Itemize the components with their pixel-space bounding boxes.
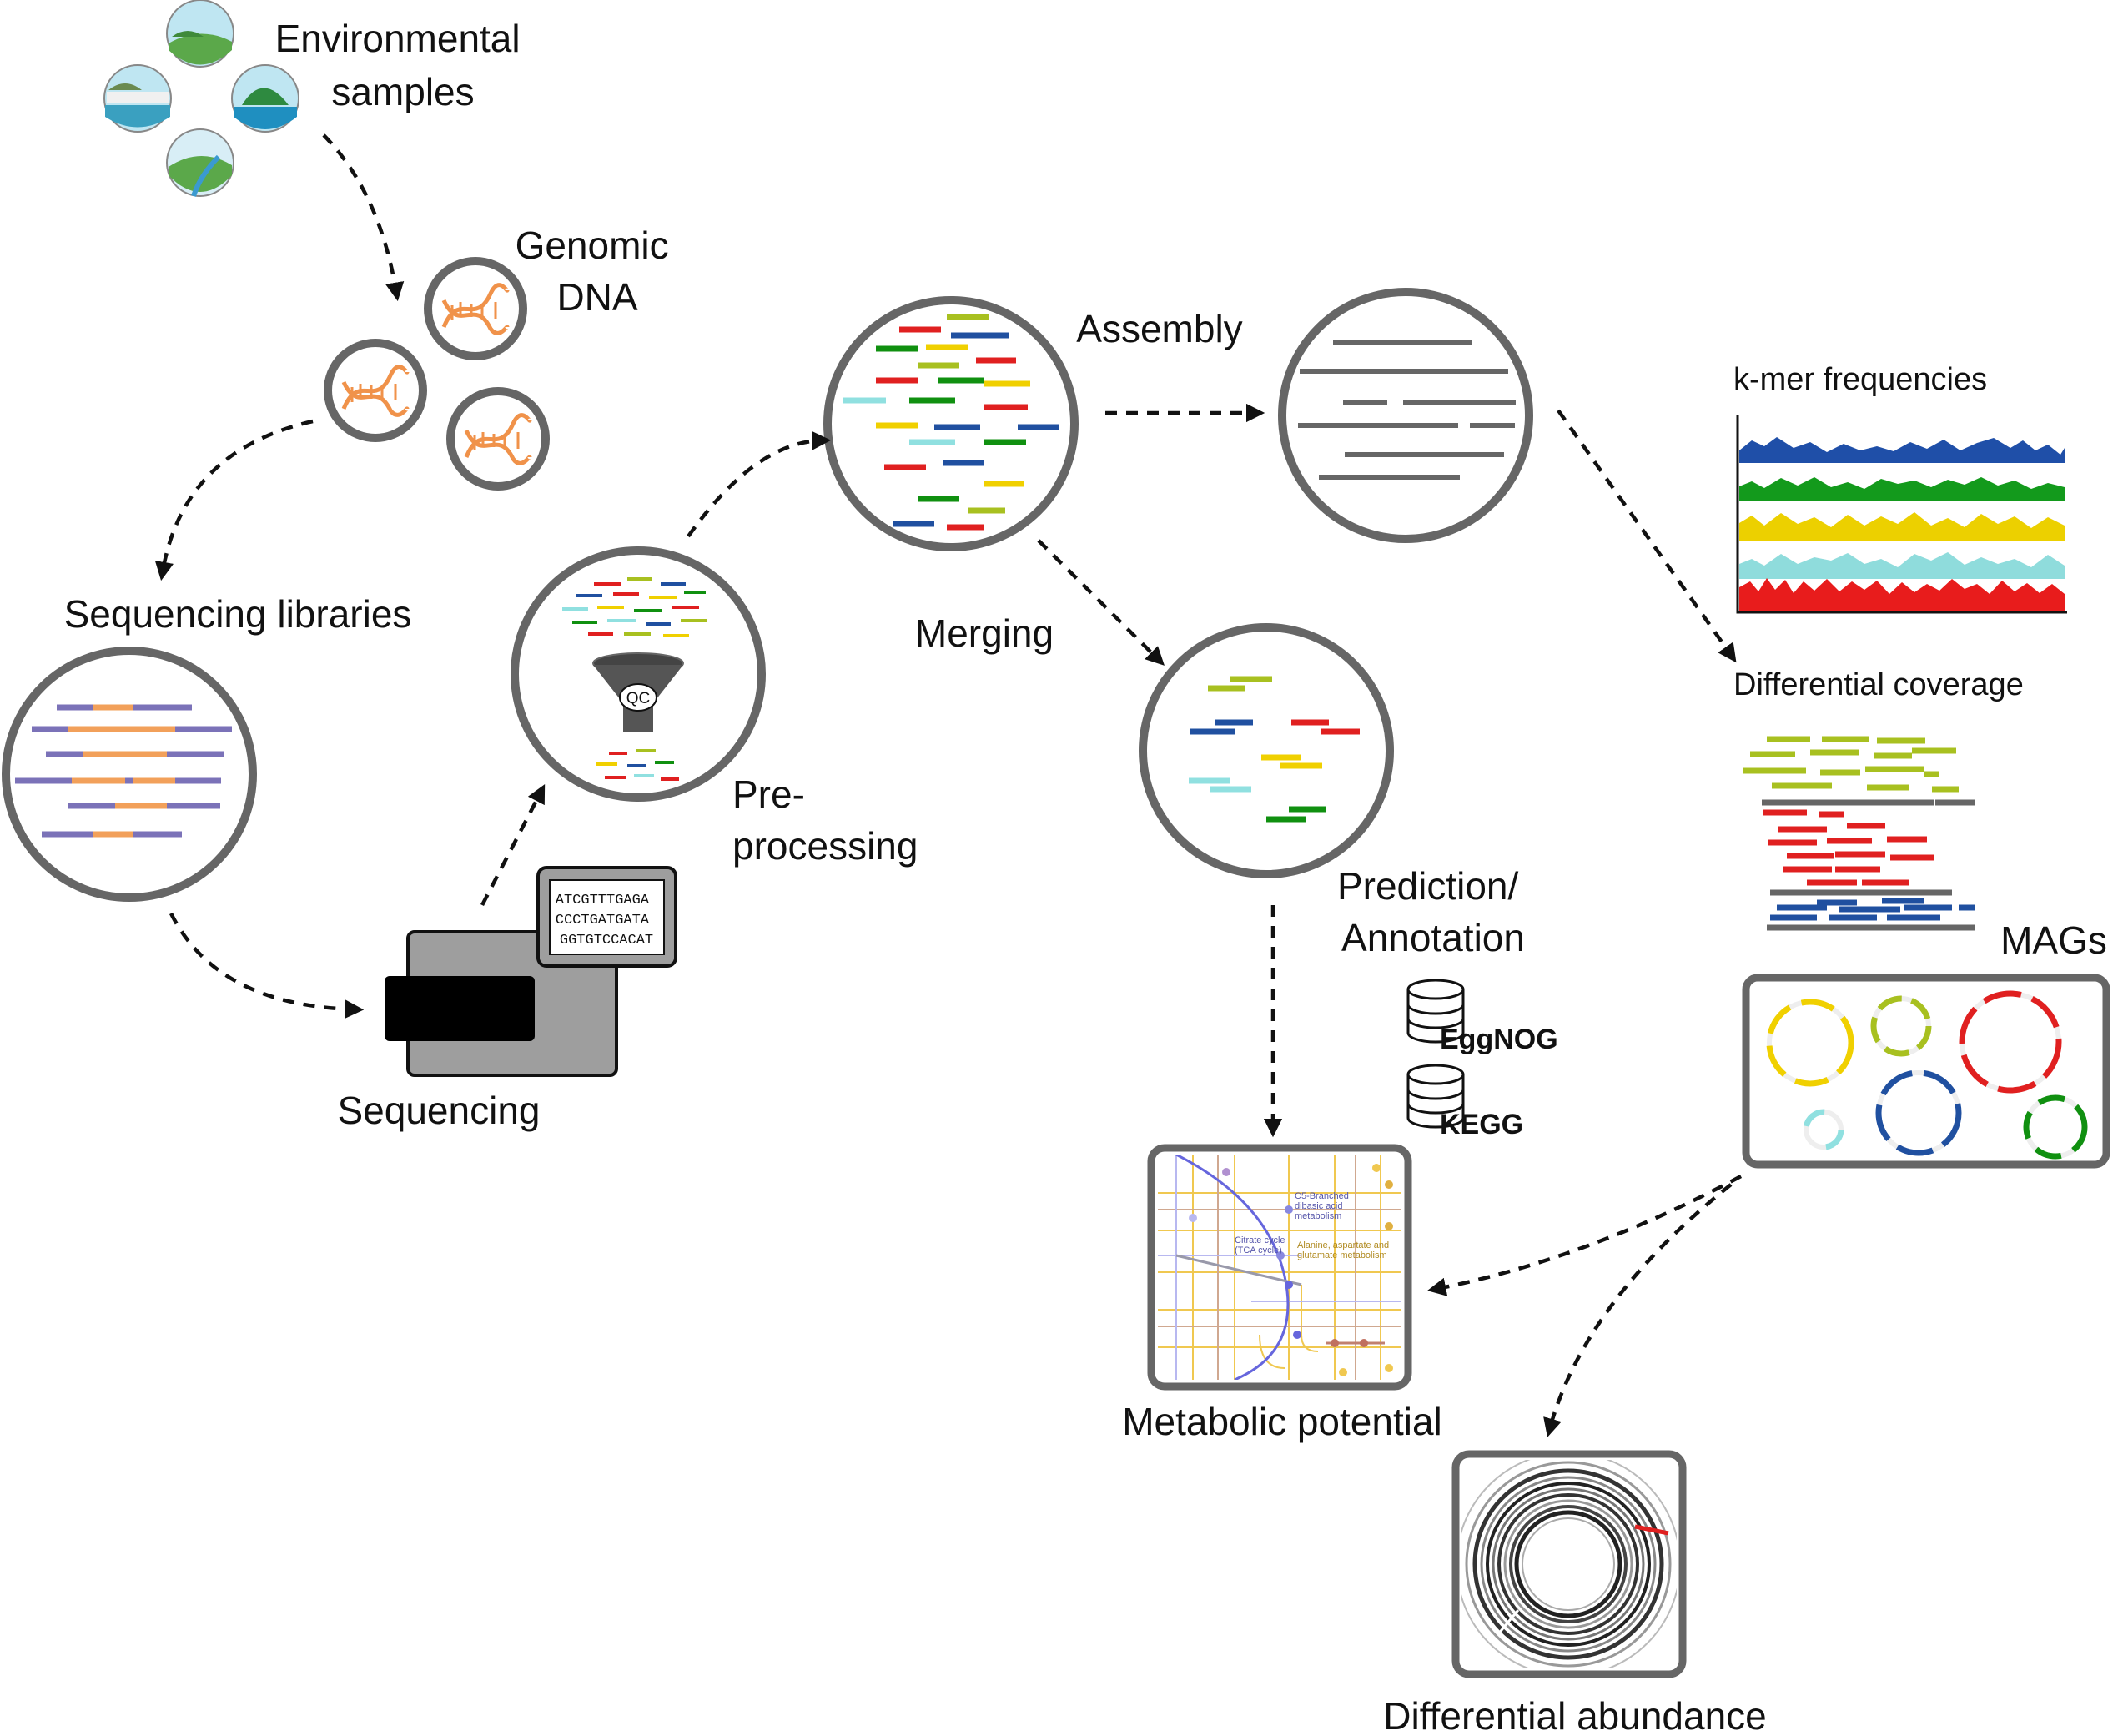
landscape-icon	[166, 128, 234, 197]
prediction-circle	[1139, 623, 1394, 878]
prediction-annotation-label: Prediction/ Annotation	[1337, 864, 1529, 959]
mags-label: MAGs	[2000, 918, 2107, 962]
eggnog-label: EggNOG	[1440, 1024, 1558, 1055]
landscape-icon	[231, 64, 299, 133]
sequencing-libraries-label: Sequencing libraries	[64, 592, 412, 636]
workflow-arrows	[154, 133, 1743, 1437]
kmer-frequency-plot	[1736, 415, 2067, 614]
mags-panel	[1742, 974, 2110, 1169]
genomic-dna-group	[324, 257, 550, 491]
merging-label: Merging	[915, 611, 1054, 655]
environmental-sample-icons	[103, 0, 299, 197]
kegg-label: KEGG	[1440, 1109, 1523, 1140]
merging-circle	[823, 296, 1079, 551]
metabolic-map-panel	[1147, 1144, 1412, 1391]
database-icon	[1406, 1064, 1465, 1129]
differential-abundance-panel	[1451, 1450, 1687, 1678]
pathway-map-labels: C5-Branched dibasic acid metabolism Citr…	[1235, 1188, 1392, 1260]
differential-coverage-reads	[1743, 736, 1975, 931]
assembly-circle	[1278, 288, 1533, 543]
metabolic-potential-label: Metabolic potential	[1122, 1400, 1442, 1443]
preprocessing-circle: QC	[511, 546, 766, 802]
landscape-icon	[166, 0, 234, 68]
sequencing-label: Sequencing	[338, 1089, 541, 1132]
landscape-icon	[103, 64, 172, 133]
funnel-icon	[592, 652, 684, 732]
sequencing-libraries-circle	[2, 647, 257, 902]
qc-label: QC	[626, 690, 651, 707]
genomic-dna-label: Genomic DNA	[516, 224, 680, 319]
kmer-frequencies-label: k-mer frequencies	[1733, 362, 1987, 397]
preprocessing-label: Pre- processing	[732, 772, 918, 868]
assembly-label: Assembly	[1076, 307, 1242, 350]
sequencer-icon	[385, 866, 677, 1077]
differential-abundance-label: Differential abundance	[1383, 1694, 1766, 1736]
database-icon	[1406, 979, 1465, 1044]
differential-coverage-label: Differential coverage	[1733, 667, 2024, 702]
environmental-samples-label: Environmental samples	[275, 17, 531, 113]
circular-genome-icon	[1461, 1460, 1677, 1668]
sequence-readout: ATCGTTTGAGA CCCTGATGATA GGTGTCCACAT	[556, 893, 657, 949]
